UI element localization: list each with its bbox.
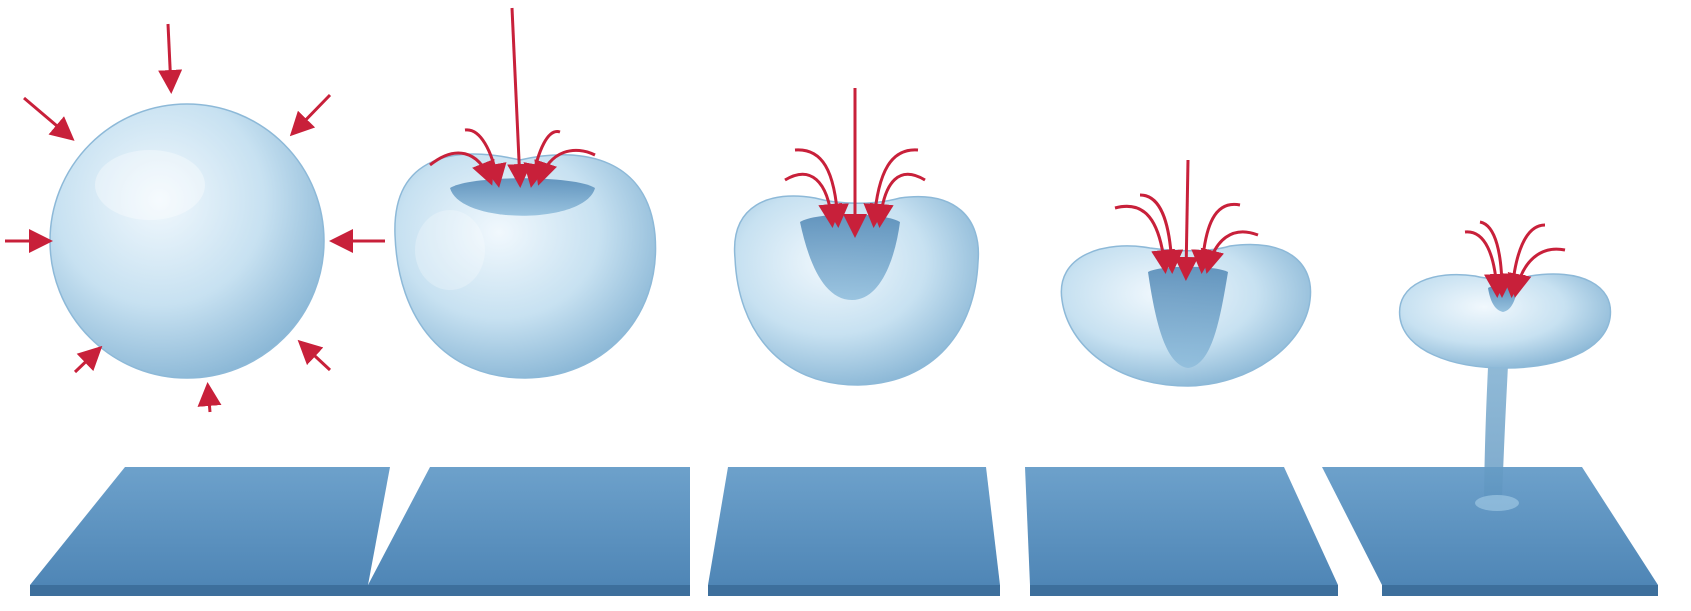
arrow-bottom-left <box>75 350 98 372</box>
stage-5-bubble <box>1400 274 1611 368</box>
arrow-bottom-right <box>302 344 330 370</box>
arrow-top-right <box>294 95 330 132</box>
arrow-bottom <box>208 388 210 412</box>
plate-2 <box>368 467 690 596</box>
jet-arrow <box>512 8 520 182</box>
stage-2-bubble <box>395 154 656 378</box>
jet-arrow <box>1186 160 1188 275</box>
stage-1-bubble <box>50 104 324 378</box>
plate-4 <box>1025 467 1338 596</box>
arrow-top-left <box>24 98 70 137</box>
arrow-top <box>168 24 171 88</box>
plate-3 <box>708 467 1000 596</box>
plate-1 <box>30 467 390 596</box>
